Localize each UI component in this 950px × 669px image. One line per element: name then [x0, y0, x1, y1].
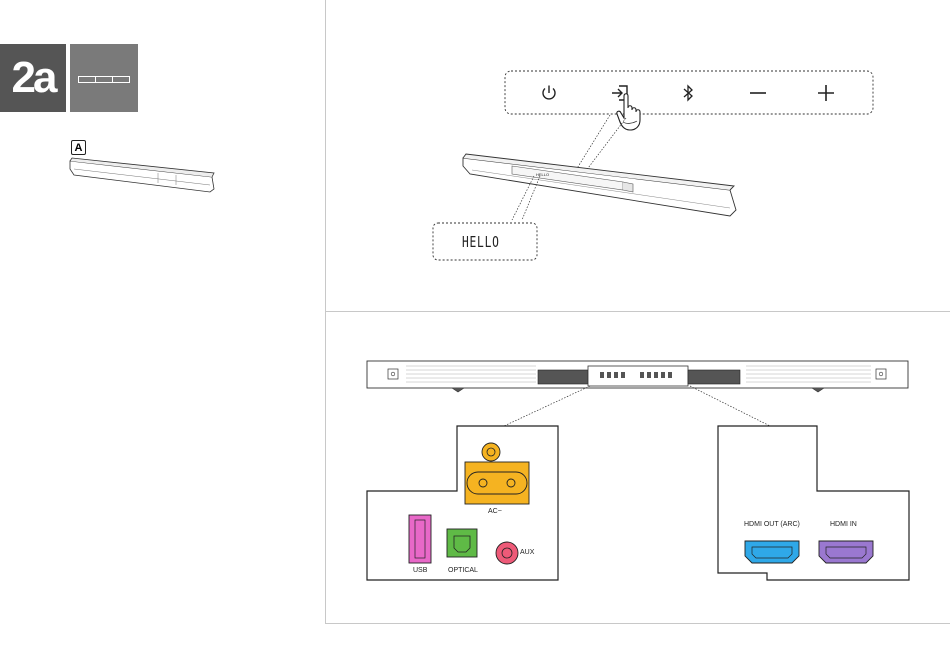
power-icon [540, 84, 558, 102]
hdmi-in-label: HDMI IN [830, 521, 857, 528]
aux-port-icon [494, 540, 520, 566]
aux-label: AUX [520, 549, 534, 556]
soundbar-panel-display: HELLO [536, 172, 549, 177]
power-connector-icon [462, 440, 532, 506]
hdmi-in-port-icon [818, 540, 874, 564]
soundbar-pictogram-icon [78, 76, 130, 83]
rear-callout-lines [500, 384, 780, 428]
soundbar-icon-box [70, 44, 138, 112]
volume-down-icon [748, 84, 768, 102]
hdmi-out-port-icon [744, 540, 800, 564]
volume-up-icon [816, 84, 836, 102]
ac-label: AC~ [488, 508, 502, 515]
display-text: HELLO [462, 233, 500, 251]
hdmi-out-label: HDMI OUT (ARC) [744, 521, 800, 528]
step-number-badge: 2a [0, 44, 66, 112]
soundbar-front-illustration: HELLO [458, 110, 748, 222]
optical-port-icon [446, 528, 478, 558]
bluetooth-icon [682, 84, 694, 102]
option-a-label: A [71, 140, 86, 155]
small-soundbar-illustration [66, 155, 218, 197]
optical-label: OPTICAL [448, 567, 478, 574]
usb-label: USB [413, 567, 427, 574]
usb-port-icon [408, 514, 432, 564]
horizontal-divider [325, 311, 950, 312]
bottom-divider [325, 623, 950, 624]
